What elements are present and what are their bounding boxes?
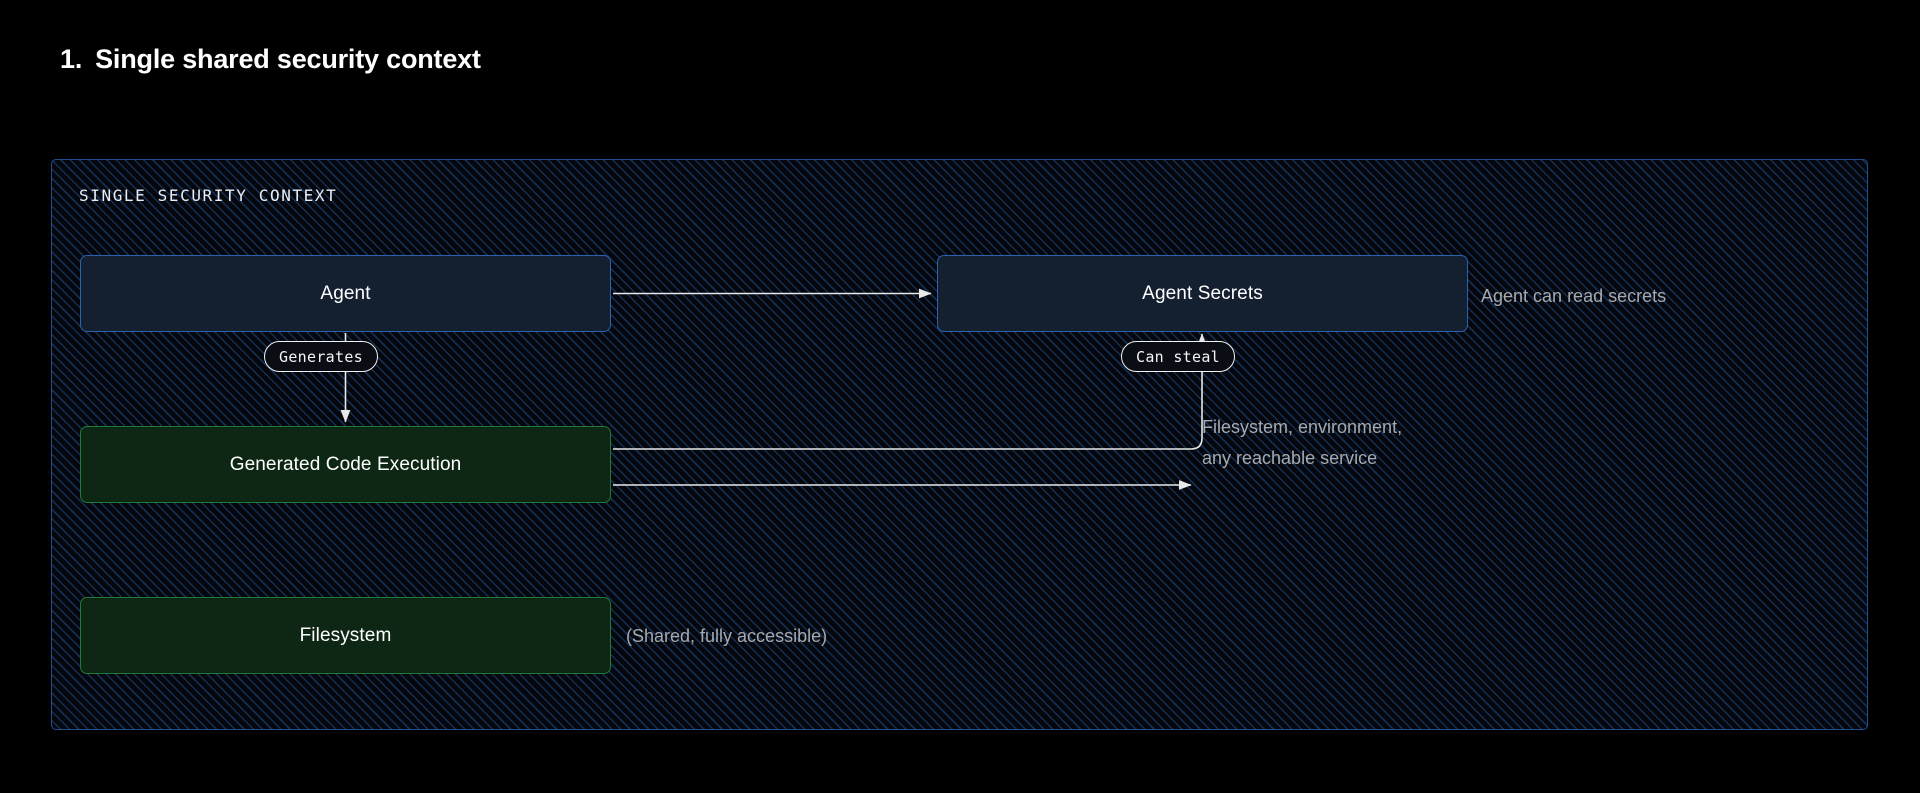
page-title-number: 1. [60,44,83,74]
edge-codeexec-to-secrets-lower [613,372,1203,450]
security-context-container: SINGLE SECURITY CONTEXT Agent Agent Secr… [51,159,1868,730]
node-filesystem-label: Filesystem [299,624,392,646]
annotation-reachable-services: Filesystem, environment, any reachable s… [1202,417,1403,468]
node-agent[interactable]: Agent [80,255,611,332]
page-title: 1. Single shared security context [60,44,481,75]
node-agent-secrets[interactable]: Agent Secrets [937,255,1468,332]
page-title-text: Single shared security context [95,44,481,74]
edge-label-generates: Generates [264,341,378,372]
annotation-agent-reads-secrets: Agent can read secrets [1481,286,1667,306]
node-agent-secrets-label: Agent Secrets [1142,282,1263,304]
node-agent-label: Agent [320,282,371,304]
annotation-filesystem-shared: (Shared, fully accessible) [626,626,828,646]
node-filesystem[interactable]: Filesystem [80,597,611,674]
context-container-label: SINGLE SECURITY CONTEXT [79,186,338,205]
edge-label-can-steal: Can steal [1121,341,1235,372]
node-generated-code-execution[interactable]: Generated Code Execution [80,426,611,503]
node-generated-code-execution-label: Generated Code Execution [229,453,462,475]
